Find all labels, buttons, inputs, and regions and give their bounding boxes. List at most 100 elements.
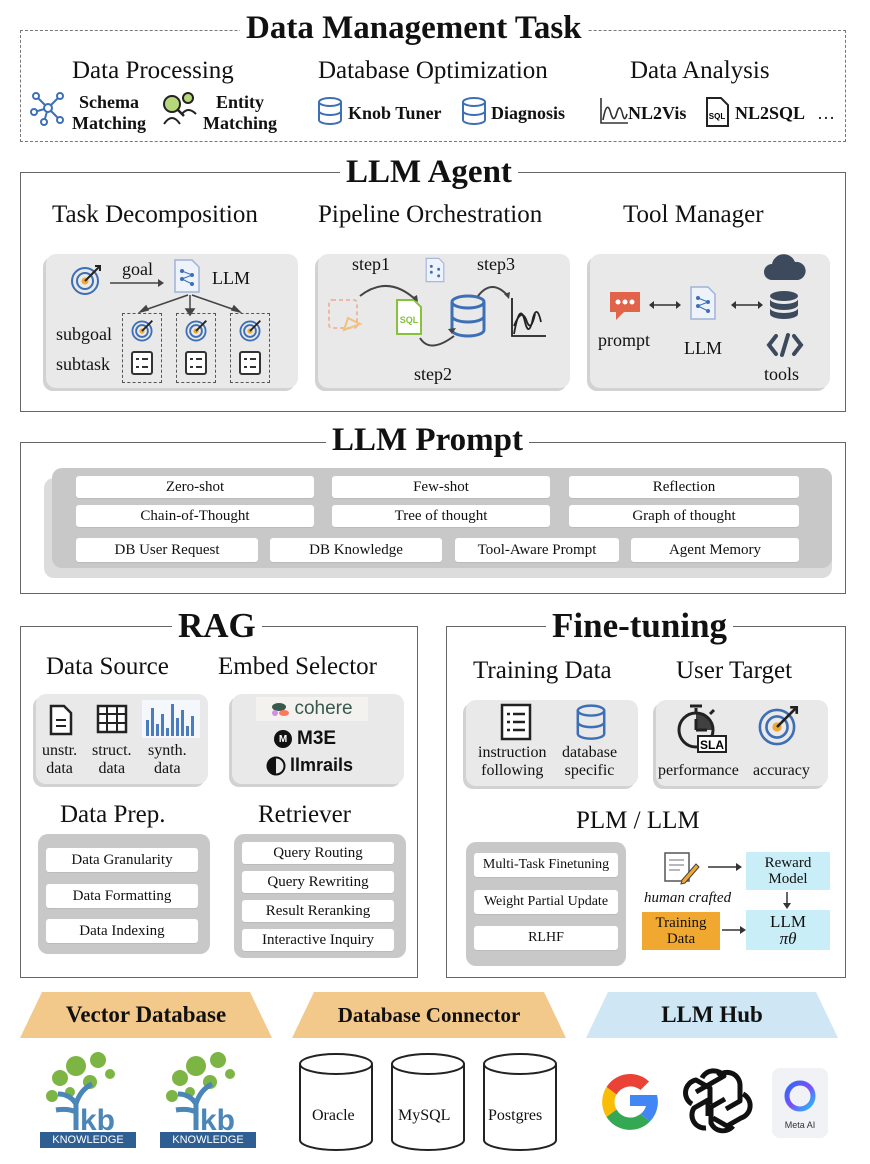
database-icon [576, 704, 606, 740]
oracle-label: Oracle [312, 1107, 355, 1124]
diagnosis-label: Diagnosis [491, 103, 566, 123]
reward-model-label: Reward Model [764, 854, 812, 888]
sql-file-icon: SQL [396, 299, 422, 335]
prompt-agent-memory: Agent Memory [631, 538, 799, 562]
step3-label: step3 [477, 254, 515, 274]
accuracy-label: accuracy [753, 762, 810, 779]
synth-data-label: synth. data [148, 742, 187, 778]
prompt-reflection: Reflection [569, 476, 799, 498]
data-analysis-heading: Data Analysis [630, 57, 770, 84]
prompt-tool-aware: Tool-Aware Prompt [455, 538, 619, 562]
cohere-logo: cohere [256, 697, 368, 721]
llmrails-text: llmrails [290, 755, 354, 775]
m3e-text: M3E [297, 728, 337, 749]
svg-text:SQL: SQL [400, 315, 419, 325]
struct-data-label: struct. data [92, 742, 132, 778]
human-crafted-label: human crafted [644, 890, 732, 906]
svg-text:SLA: SLA [700, 738, 724, 752]
rlhf-item: RLHF [474, 926, 618, 950]
double-arrow-icon [731, 301, 763, 309]
target-icon [131, 320, 153, 342]
checklist-icon [131, 351, 153, 375]
ellipsis-label: … [817, 103, 835, 123]
subtask-label: subtask [56, 354, 110, 374]
postgres-cylinder [483, 1053, 557, 1151]
tools-label: tools [764, 364, 800, 384]
m3e-logo: M M3E [274, 728, 336, 750]
user-target-heading: User Target [676, 657, 793, 684]
training-data-box-label: Training Data [655, 914, 707, 948]
vector-database-banner-shape [20, 992, 272, 1038]
subgoal-box-3 [230, 313, 270, 383]
llm-document-icon [174, 259, 200, 293]
double-arrow-icon [649, 301, 681, 309]
arrow-right-icon [708, 863, 742, 871]
arrow-right-icon [722, 926, 746, 934]
tree-icon: kb [166, 1052, 235, 1137]
vector-database-banner: Vector Database [65, 1002, 227, 1027]
edit-square-icon [328, 299, 363, 332]
bar-chart-icon [142, 700, 200, 738]
llm-document-icon [690, 286, 716, 320]
llmrails-logo: llmrails [266, 755, 353, 776]
training-data-box: Training Data [642, 912, 720, 950]
oracle-cylinder [299, 1053, 373, 1151]
data-formatting-item: Data Formatting [46, 884, 198, 908]
prompt-label: prompt [598, 330, 650, 350]
note-pencil-icon [664, 852, 700, 885]
llm-pi-label: LLM [770, 912, 806, 931]
checklist-icon [185, 351, 207, 375]
arrow-down-icon [783, 892, 791, 909]
subgoal-box-2 [176, 313, 216, 383]
fine-tuning-title: Fine-tuning [546, 608, 734, 643]
kb-logo: kb KNOWLEDGE [40, 1052, 136, 1148]
llm-label: LLM [212, 268, 250, 288]
chat-bubble-icon [610, 292, 640, 320]
cohere-icon [272, 703, 290, 716]
cohere-text: cohere [294, 698, 353, 719]
schema-matching-label: Schema Matching [72, 92, 146, 133]
data-source-heading: Data Source [46, 653, 169, 680]
data-management-title: Data Management Task [240, 12, 588, 45]
weight-partial-item: Weight Partial Update [474, 890, 618, 914]
kb-label: KNOWLEDGE [160, 1132, 256, 1148]
performance-label: performance [658, 762, 739, 779]
plm-llm-heading: PLM / LLM [576, 807, 700, 834]
branch-arrows-icon [137, 294, 243, 317]
retriever-heading: Retriever [258, 801, 352, 828]
postgres-label: Postgres [488, 1107, 543, 1124]
prompt-zero-shot: Zero-shot [76, 476, 314, 498]
rag-title: RAG [172, 608, 262, 643]
unstr-data-label: unstr. data [42, 742, 78, 778]
database-specific-label: database specific [562, 744, 618, 780]
llm-agent-title: LLM Agent [340, 156, 518, 189]
svg-text:SQL: SQL [709, 112, 726, 121]
query-routing-item: Query Routing [242, 842, 394, 864]
step2-label: step2 [414, 364, 452, 384]
meta-ai-logo: Meta AI [772, 1068, 828, 1138]
meta-ring-icon [784, 1080, 816, 1112]
database-icon [462, 97, 486, 125]
llm-hub-banner-shape [586, 992, 838, 1038]
llm-prompt-title: LLM Prompt [326, 424, 529, 457]
checklist-icon [239, 351, 261, 375]
instruction-following-label: instruction following [478, 744, 547, 780]
database-optimization-heading: Database Optimization [318, 57, 548, 84]
subgoal-box-1 [122, 313, 162, 383]
prompt-db-user-request: DB User Request [76, 538, 258, 562]
reward-model-box: Reward Model [746, 852, 830, 890]
task-decomposition-heading: Task Decomposition [52, 201, 258, 228]
prompt-graph-of-thought: Graph of thought [569, 505, 799, 527]
line-chart-icon [600, 98, 628, 124]
svg-text:kb: kb [200, 1104, 235, 1132]
database-connector-banner-shape [292, 992, 566, 1038]
openai-icon [683, 1068, 753, 1134]
target-icon [758, 705, 799, 746]
target-icon [71, 265, 101, 295]
code-icon [766, 333, 804, 357]
multi-task-item: Multi-Task Finetuning [474, 853, 618, 877]
arrow-right-icon [110, 279, 164, 287]
step1-label: step1 [352, 254, 390, 274]
prompt-db-knowledge: DB Knowledge [270, 538, 442, 562]
database-connector-banner: Database Connector [337, 1002, 521, 1027]
